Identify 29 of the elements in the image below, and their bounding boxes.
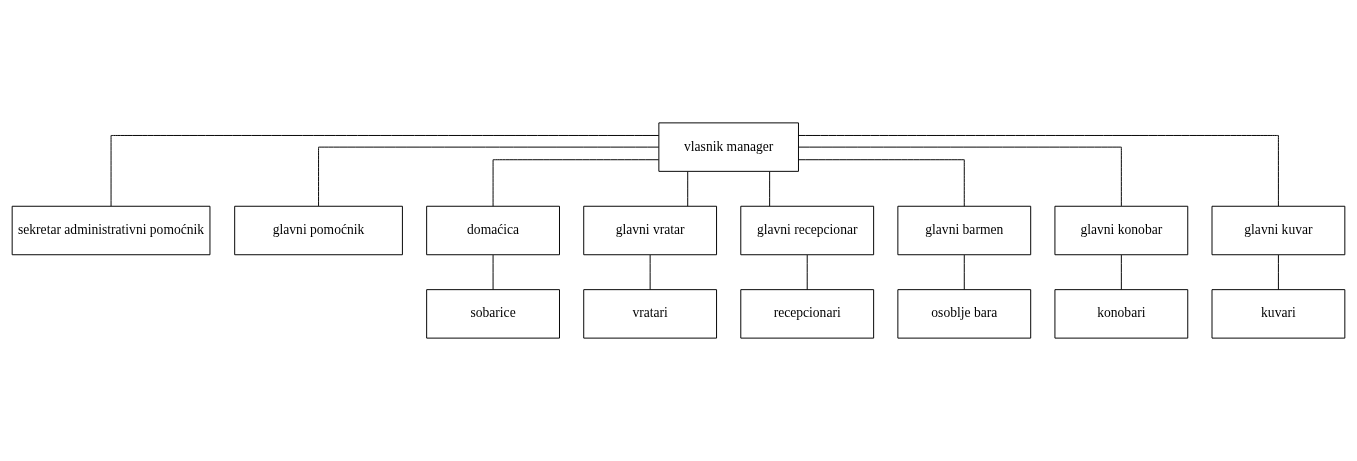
- node-box: glavni konobar: [1054, 205, 1189, 256]
- node-box: glavni kuvar: [1211, 205, 1346, 256]
- connector: [769, 171, 771, 207]
- node-box: osoblje bara: [897, 289, 1032, 339]
- connector: [110, 135, 660, 207]
- node-box: recepcionari: [740, 289, 875, 339]
- node-box: glavni pomoćnik: [234, 205, 403, 256]
- node-box: kuvari: [1211, 289, 1346, 339]
- connector: [318, 146, 660, 207]
- node-box: konobari: [1054, 289, 1189, 339]
- connector: [798, 159, 965, 207]
- connector: [806, 254, 808, 290]
- node-box: domaćica: [426, 205, 560, 256]
- connector: [1277, 254, 1279, 290]
- connector: [798, 146, 1122, 207]
- connector: [649, 254, 651, 290]
- node-box: glavni recepcionar: [740, 205, 875, 256]
- node-box: glavni barmen: [897, 205, 1032, 256]
- connector: [687, 171, 689, 207]
- connector: [492, 254, 494, 290]
- node-box: glavni vratar: [583, 205, 718, 256]
- connector: [963, 254, 965, 290]
- node-box: sekretar administrativni pomoćnik: [11, 205, 211, 256]
- node-box: sobarice: [426, 289, 560, 339]
- node-box: vlasnik manager: [658, 122, 799, 172]
- node-box: vratari: [583, 289, 718, 339]
- connector: [492, 159, 660, 207]
- connector: [798, 135, 1279, 207]
- connector: [1120, 254, 1122, 290]
